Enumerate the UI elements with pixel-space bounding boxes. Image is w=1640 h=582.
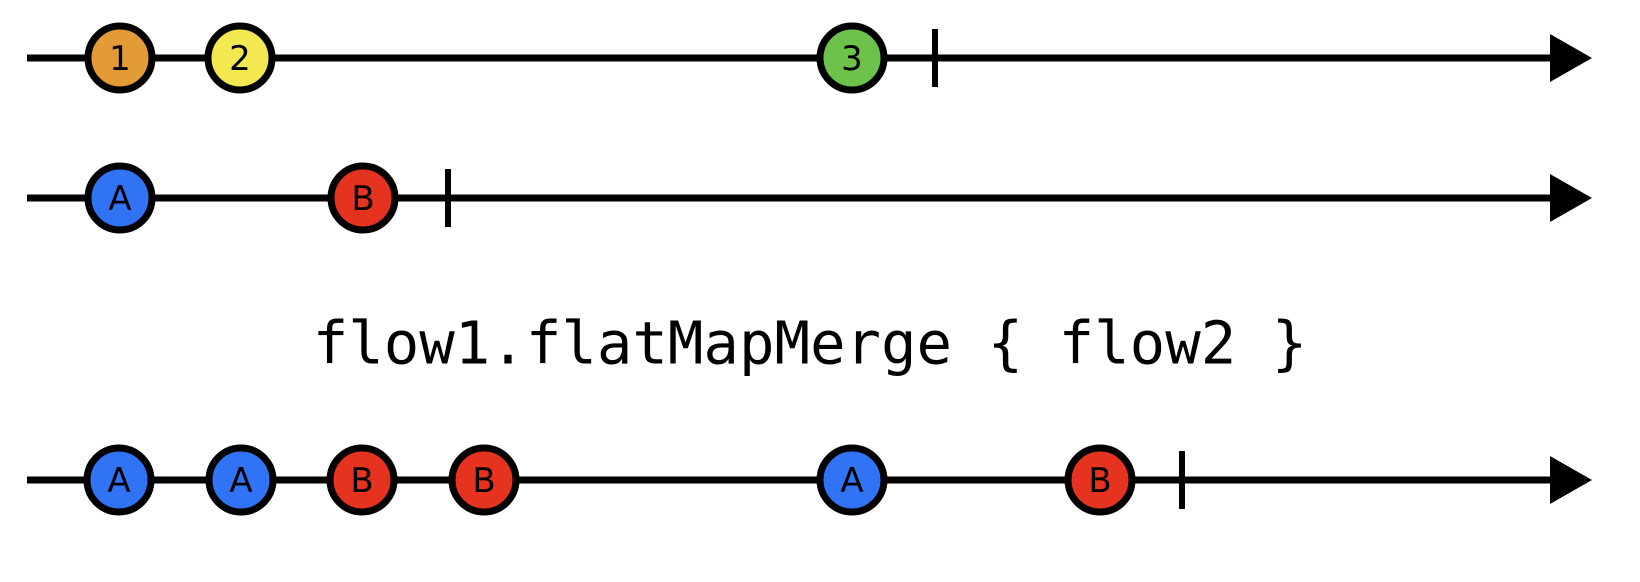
marble-circle[interactable] (84, 162, 156, 234)
marble-circle[interactable] (204, 22, 276, 94)
marble-b[interactable]: B (327, 162, 399, 234)
marble-label: 2 (229, 39, 251, 79)
marble-a[interactable]: A (84, 162, 156, 234)
marble-label: B (350, 461, 373, 501)
marble-circle[interactable] (1064, 444, 1136, 516)
marble-label: B (472, 461, 495, 501)
marble-label: A (107, 461, 130, 501)
marble-label: A (229, 461, 252, 501)
marble-circle[interactable] (448, 444, 520, 516)
marble-circle[interactable] (816, 22, 888, 94)
marble-b[interactable]: B (1064, 444, 1136, 516)
flow1-source-timeline: 1 2 3 (27, 22, 1592, 94)
marble-label: 1 (109, 39, 131, 79)
marble-a[interactable]: A (205, 444, 277, 516)
marble-circle[interactable] (205, 444, 277, 516)
marble-circle[interactable] (83, 444, 155, 516)
marble-label: B (351, 179, 374, 219)
timeline-arrow-icon (1550, 456, 1592, 504)
marble-circle[interactable] (326, 444, 398, 516)
marble-circle[interactable] (84, 22, 156, 94)
marble-label: B (1088, 461, 1111, 501)
marble-2[interactable]: 2 (204, 22, 276, 94)
timeline-arrow-icon (1550, 174, 1592, 222)
marble-b[interactable]: B (448, 444, 520, 516)
marble-a[interactable]: A (816, 444, 888, 516)
marble-label: A (108, 179, 131, 219)
operator-layer: flow1.flatMapMerge { flow2 } (313, 309, 1308, 378)
operator-expression-label: flow1.flatMapMerge { flow2 } (313, 309, 1308, 378)
marble-3[interactable]: 3 (816, 22, 888, 94)
marble-1[interactable]: 1 (84, 22, 156, 94)
timeline-arrow-icon (1550, 34, 1592, 82)
marble-label: 3 (841, 39, 863, 79)
marble-label: A (840, 461, 863, 501)
marble-b[interactable]: B (326, 444, 398, 516)
marble-circle[interactable] (816, 444, 888, 516)
marble-circle[interactable] (327, 162, 399, 234)
marble-a[interactable]: A (83, 444, 155, 516)
